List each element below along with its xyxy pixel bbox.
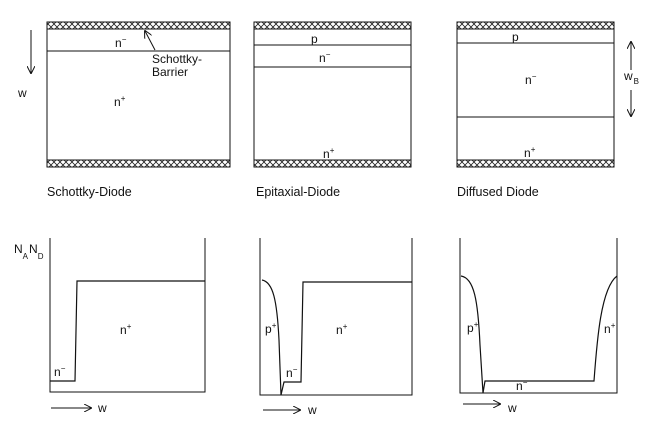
diffused-doping-curve — [460, 275, 618, 394]
schottky-n-plus-label: n+ — [114, 94, 126, 109]
diffused-top-contact — [456, 21, 615, 30]
schottky-barrier-label-2: Barrier — [152, 65, 188, 79]
schottky-bottom-contact — [46, 159, 231, 168]
diffused-n-minus-label: n− — [525, 72, 537, 87]
epitaxial-n-plus-label: n+ — [323, 146, 335, 161]
diffused-profile-n-plus: n+ — [604, 321, 616, 336]
doping-axis-label: NAND — [14, 242, 44, 261]
diffused-profile-p-plus: p+ — [467, 320, 479, 335]
diffused-n-plus-label: n+ — [524, 145, 536, 160]
diffused-profile: p+ n+ n− w — [459, 238, 618, 415]
schottky-n-minus-label: n− — [115, 35, 127, 50]
epitaxial-profile-n-plus: n+ — [336, 322, 348, 337]
schottky-doping-curve — [50, 280, 205, 382]
diffused-p-label: p — [512, 30, 519, 44]
schottky-barrier-label-1: Schottky- — [152, 52, 202, 66]
epitaxial-profile-p-plus: p+ — [265, 321, 277, 336]
depth-axis-label: w — [17, 86, 27, 100]
epitaxial-body — [253, 28, 412, 161]
diffused-profile-frame — [459, 238, 618, 394]
schottky-structure: n− n+ Schottky- Barrier w Schottky-Diode — [17, 21, 231, 199]
schottky-caption: Schottky-Diode — [47, 185, 132, 199]
diffused-w-label: w — [507, 401, 517, 415]
epitaxial-structure: p n− n+ Epitaxial-Diode — [253, 21, 412, 199]
schottky-profile-n-minus: n− — [54, 364, 66, 379]
schottky-w-label: w — [97, 401, 107, 415]
epitaxial-top-contact — [253, 21, 412, 30]
base-width-label: wB — [623, 69, 639, 86]
epitaxial-n-minus-label: n− — [319, 50, 331, 65]
epitaxial-w-label: w — [307, 403, 317, 417]
schottky-profile-frame — [49, 238, 206, 393]
diffused-body — [456, 28, 615, 161]
schottky-body — [46, 28, 231, 161]
diffused-profile-n-minus: n− — [516, 378, 528, 393]
epitaxial-bottom-contact — [253, 159, 412, 168]
epitaxial-profile-frame — [259, 238, 413, 396]
schottky-profile: n− n+ w — [49, 238, 206, 415]
epitaxial-profile-n-minus: n− — [286, 365, 298, 380]
epitaxial-doping-curve — [261, 279, 412, 396]
schottky-barrier-pointer — [145, 31, 156, 51]
epitaxial-p-label: p — [311, 32, 318, 46]
diffused-caption: Diffused Diode — [457, 185, 539, 199]
diffused-structure: p n− n+ wB Diffused Diode — [456, 21, 639, 199]
schottky-top-contact — [46, 21, 231, 30]
schottky-profile-n-plus: n+ — [120, 322, 132, 337]
diffused-bottom-contact — [456, 159, 615, 168]
epitaxial-profile: p+ n+ n− w — [259, 238, 413, 417]
epitaxial-caption: Epitaxial-Diode — [256, 185, 340, 199]
